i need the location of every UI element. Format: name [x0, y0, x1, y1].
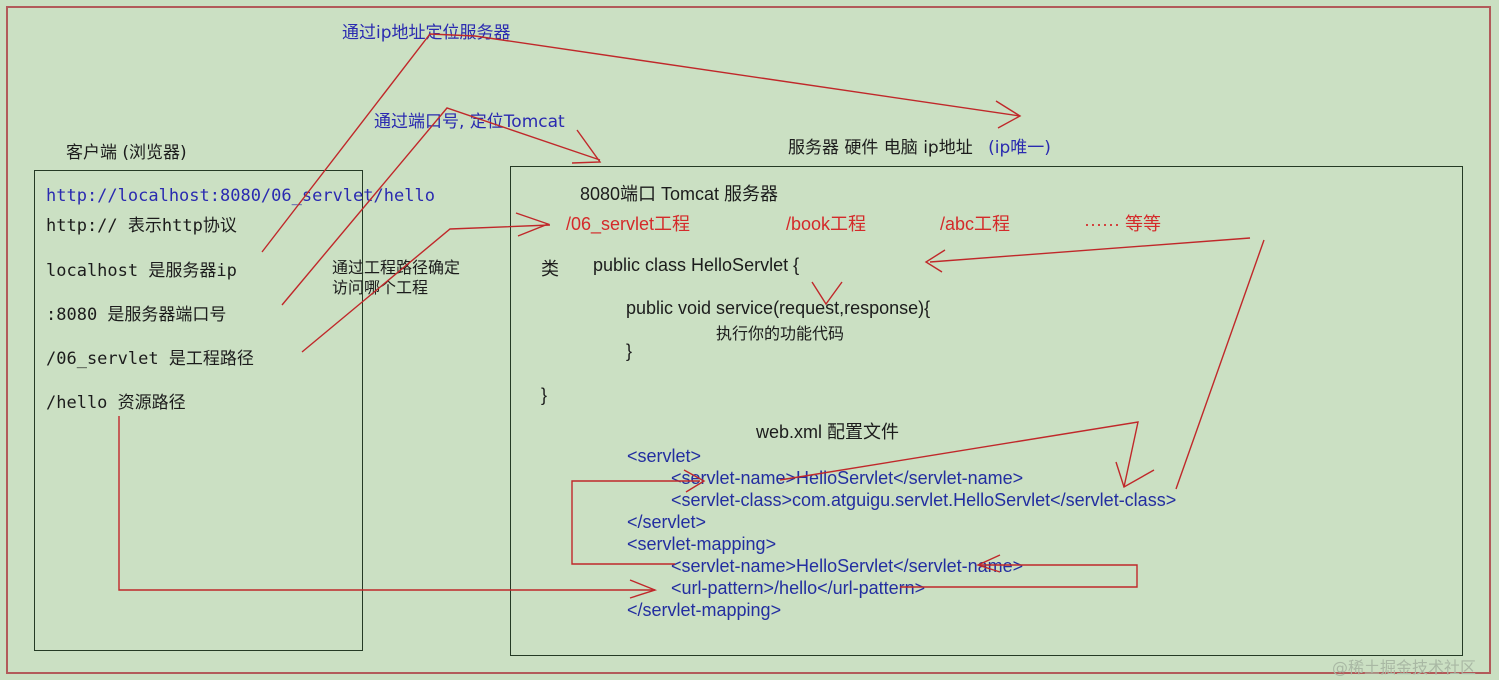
server-box: [510, 166, 1463, 656]
method-close: }: [626, 341, 633, 361]
xml-mapping-open: <servlet-mapping>: [627, 534, 777, 554]
annotation-port-locate: 通过端口号, 定位Tomcat: [374, 112, 565, 132]
method-declaration: public void service(request,response){: [626, 298, 931, 318]
class-declaration: public class HelloServlet {: [593, 255, 800, 275]
xml-servlet-class: <servlet-class>com.atguigu.servlet.Hello…: [671, 490, 1177, 510]
xml-mapping-close: </servlet-mapping>: [627, 600, 782, 620]
class-label: 类: [541, 259, 559, 279]
method-body: 执行你的功能代码: [716, 326, 845, 343]
server-title-suffix: (ip唯一): [988, 138, 1051, 158]
annotation-ip-locate: 通过ip地址定位服务器: [342, 23, 511, 43]
project-abc: /abc工程: [940, 214, 1011, 234]
server-title-prefix: 服务器 硬件 电脑 ip地址: [788, 138, 973, 158]
client-line-host: localhost 是服务器ip: [46, 261, 237, 281]
webxml-title: web.xml 配置文件: [756, 422, 900, 442]
client-line-project: /06_servlet 是工程路径: [46, 349, 254, 369]
xml-servlet-open: <servlet>: [627, 446, 702, 466]
project-06-servlet: /06_servlet工程: [566, 214, 691, 234]
client-box: [34, 170, 363, 651]
project-etc: ······ 等等: [1084, 214, 1161, 234]
client-title: 客户端 (浏览器): [66, 143, 187, 163]
tomcat-label: 8080端口 Tomcat 服务器: [580, 184, 779, 204]
xml-url-pattern: <url-pattern>/hello</url-pattern>: [671, 578, 926, 598]
client-line-protocol: http:// 表示http协议: [46, 216, 237, 236]
class-close: }: [541, 385, 548, 405]
client-url: http://localhost:8080/06_servlet/hello: [46, 186, 435, 206]
xml-servlet-name: <servlet-name>HelloServlet</servlet-name…: [671, 468, 1024, 488]
client-line-port: :8080 是服务器端口号: [46, 305, 227, 325]
xml-mapping-servlet-name: <servlet-name>HelloServlet</servlet-name…: [671, 556, 1024, 576]
client-line-resource: /hello 资源路径: [46, 393, 186, 413]
project-book: /book工程: [786, 214, 867, 234]
server-title: 服务器 硬件 电脑 ip地址 (ip唯一): [788, 133, 1051, 158]
watermark: @稀土掘金技术社区: [1332, 658, 1477, 677]
xml-servlet-close: </servlet>: [627, 512, 707, 532]
